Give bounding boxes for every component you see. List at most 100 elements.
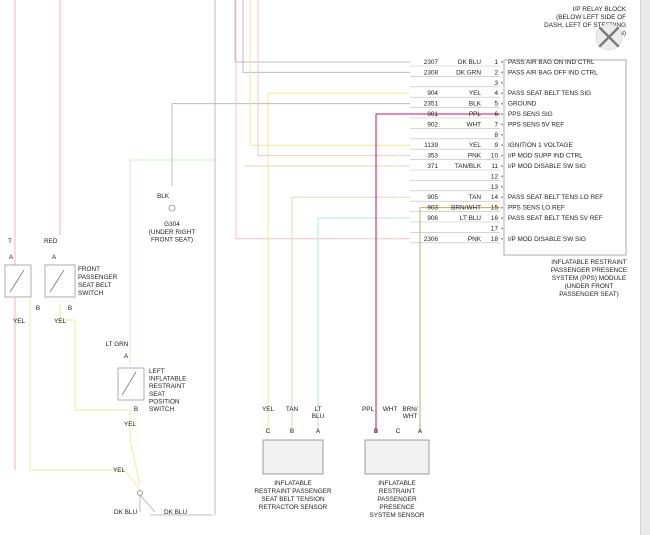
wire-color: WHT	[466, 121, 481, 128]
pin-number: 13	[491, 184, 499, 191]
position-switch-label: RESTRAINT	[149, 383, 185, 390]
module-header-line: I/P RELAY BLOCK	[573, 6, 627, 13]
pin-number: 3	[494, 80, 498, 87]
position-switch-label: LEFT	[149, 368, 165, 375]
wire-color: YEL	[469, 90, 482, 97]
front-passenger-switch-box	[44, 264, 76, 298]
pin-number: 6	[494, 111, 498, 118]
pin-number: 11	[491, 163, 498, 170]
close-icon[interactable]	[598, 26, 620, 48]
circuit-number: 2351	[424, 101, 439, 108]
wire-wht	[397, 123, 500, 433]
pin-function: IGNITION 1 VOLTAGE	[508, 142, 573, 149]
tension-pin-letter: B	[290, 428, 294, 435]
pin-function: PPS SENS SIG	[508, 111, 553, 118]
pin-terminal	[501, 175, 503, 178]
position-switch-box	[117, 367, 145, 401]
pin-number: 9	[494, 142, 498, 149]
pin-number: 1	[494, 59, 498, 66]
pin-terminal	[501, 196, 503, 199]
wire-pnk-disable	[235, 0, 410, 240]
pin-number: 12	[491, 173, 499, 180]
pin-terminal	[501, 81, 503, 84]
wire-color: BLK	[469, 101, 482, 108]
presence-sensor-box	[364, 439, 430, 475]
module-caption-line: INFLATABLE RESTRAINT	[551, 259, 626, 266]
pin-terminal	[501, 133, 503, 136]
wire-label-yel: YEL	[13, 318, 26, 325]
connector-row-8: 8	[410, 132, 500, 140]
wire-color: LT BLU	[460, 215, 481, 222]
pin-terminal	[501, 144, 503, 147]
wire-color: PPL	[469, 111, 482, 118]
wire-label-yel: YEL	[113, 467, 126, 474]
pin-number: 8	[494, 132, 498, 139]
pin-function: PASS SEAT BELT TENS LO REF	[508, 194, 603, 201]
circuit-number: 904	[427, 90, 438, 97]
wire-label-t: T	[8, 238, 12, 245]
tension-sensor-box	[262, 439, 324, 475]
module-caption-line: (UNDER FRONT	[565, 283, 614, 290]
wire-dk-grn	[242, 0, 410, 73]
tension-sensor-caption: INFLATABLE	[274, 480, 311, 487]
switch-lever-icon	[49, 269, 65, 293]
pin-function: I/P MOD SUPP IND CTRL	[508, 153, 583, 160]
ground-icon	[168, 204, 176, 212]
pin-number: 10	[491, 153, 499, 160]
presence-pin-letter: B	[374, 428, 378, 435]
position-switch-label: POSITION	[149, 398, 180, 405]
module-header-line: (BELOW LEFT SIDE OF	[556, 14, 626, 21]
wire-color: PNK	[468, 153, 482, 160]
circuit-number: 2307	[424, 59, 439, 66]
ground-wire-color: BLK	[157, 193, 170, 200]
presence-sensor-caption: PRESENCE	[379, 504, 414, 511]
highlight-wht	[397, 123, 500, 433]
pin-number: 5	[494, 101, 498, 108]
circuit-number: 1139	[424, 142, 438, 149]
pin-function: I/P MOD DISABLE SW SIG	[508, 236, 586, 243]
tension-pin-letter: A	[316, 428, 321, 435]
tension-sensor-caption: RESTRAINT PASSENGER	[254, 488, 332, 495]
pin-a: A	[52, 254, 57, 261]
wire-dk-blu	[234, 0, 410, 63]
circuit-number: 371	[427, 163, 438, 170]
position-switch-label: SEAT	[149, 391, 165, 398]
pin-function: PPS SENS 5V REF	[508, 121, 564, 128]
wire-label-yel: YEL	[54, 318, 67, 325]
pin-terminal	[501, 102, 503, 105]
presence-wire-color: WHT	[383, 406, 398, 413]
tension-sensor-caption: RETRACTOR SENSOR	[259, 504, 328, 511]
wire-color: BRN/WHT	[451, 205, 481, 212]
pin-number: 4	[494, 90, 498, 97]
pin-number: 2	[494, 69, 498, 76]
right-scroll-gutter[interactable]	[640, 0, 650, 535]
close-button[interactable]	[595, 23, 623, 51]
tension-sensor-caption: SEAT BELT TENSION	[261, 496, 325, 503]
presence-wire-color: WHT	[403, 413, 418, 420]
pin-number: 15	[491, 205, 499, 212]
pin-terminal	[501, 92, 503, 95]
pin-number: 16	[491, 215, 499, 222]
ground-location: FRONT SEAT)	[151, 237, 193, 244]
circuit-number: 2306	[424, 236, 439, 243]
pin-terminal	[501, 123, 503, 126]
wire-label-red: RED	[44, 238, 58, 245]
pin-terminal	[501, 165, 503, 167]
wires-layer	[29, 0, 500, 513]
circuit-number: 353	[427, 153, 438, 160]
pin-function: PASS AIR BAG ON IND CTRL	[508, 59, 595, 66]
tension-wire-color: BLU	[312, 413, 325, 420]
wire-color: YEL	[469, 142, 482, 149]
pin-terminal	[501, 237, 503, 240]
presence-sensor-caption: SYSTEM SENSOR	[369, 512, 424, 519]
wire-yel-left	[29, 300, 141, 491]
